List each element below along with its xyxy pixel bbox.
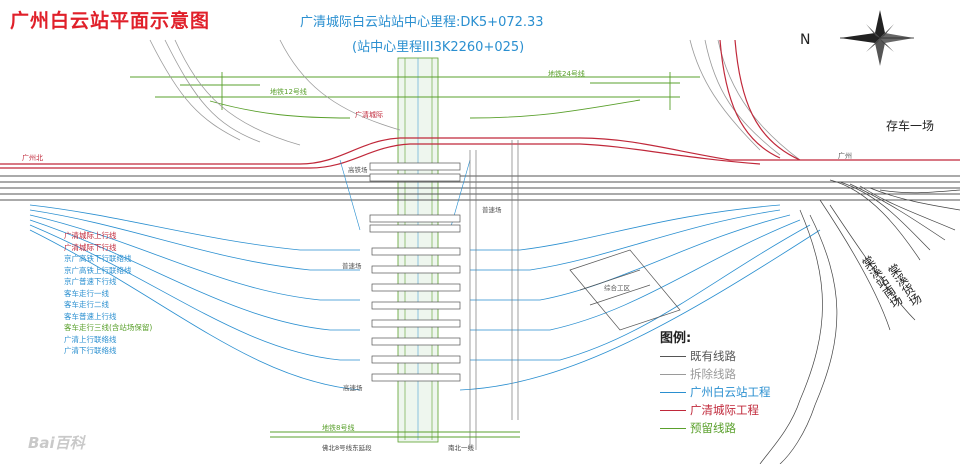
legend-label: 广清城际工程 (690, 403, 759, 417)
legend-swatch (660, 391, 686, 393)
upper-curves (149, 39, 801, 161)
left-line-label: 广清上行联络线 (64, 334, 117, 344)
gq-intercity-line (0, 39, 960, 169)
legend-label: 既有线路 (690, 349, 736, 363)
legend-label: 预留线路 (690, 421, 736, 435)
left-line-label: 广清城际上行线 (64, 231, 117, 240)
depot-yard (759, 179, 960, 464)
legend-label: 拆除线路 (690, 367, 736, 381)
legend-swatch (660, 355, 686, 357)
platforms (369, 162, 461, 382)
center-mileage-sub: (站中心里程III3K2260+025) (352, 40, 525, 55)
legend-item: 广清城际工程 (660, 403, 759, 417)
legend-swatch (660, 427, 686, 429)
work-area (569, 249, 681, 331)
label-left-gz: 广州北 (22, 153, 43, 162)
vertical-roads (469, 140, 519, 450)
watermark: Bai百科 (28, 434, 85, 452)
left-line-label: 京广普速下行线 (64, 277, 117, 286)
label-zone-d: 普速场 (482, 205, 502, 214)
page-title: 广州白云站平面示意图 (10, 10, 211, 32)
label-nanbei: 南北一线 (448, 443, 475, 452)
label-zone-b: 普速场 (342, 261, 362, 270)
label-metro-bottom: 地铁8号线 (322, 423, 354, 432)
center-mileage: 广清城际白云站站中心里程:DK5+072.33 (300, 15, 544, 30)
left-line-label: 客车普速上行线 (64, 311, 117, 321)
label-metro24: 地铁24号线 (548, 69, 585, 78)
station-tracks (29, 159, 821, 391)
left-line-label: 客车走行二线 (64, 300, 109, 309)
legend-item: 广州白云站工程 (660, 385, 771, 399)
main-tracks (0, 175, 960, 201)
left-line-label: 京广高铁下行联络线 (64, 254, 132, 263)
reserved-lines-bottom (270, 431, 520, 438)
depot-north-label: 存车一场 (886, 119, 935, 133)
label-metro-bottom2: 佛北8号线东延段 (322, 443, 372, 452)
label-metro12: 地铁12号线 (270, 87, 307, 96)
label-zone-a: 高铁场 (348, 165, 368, 174)
legend-item: 既有线路 (660, 349, 736, 363)
legend-title: 图例: (660, 331, 692, 346)
legend-swatch (660, 409, 686, 411)
left-line-label: 广清城际下行线 (64, 242, 117, 252)
compass-icon (840, 10, 914, 66)
label-right-gz: 广州 (838, 151, 852, 160)
left-line-label: 客车走行三线(含站场保留) (64, 323, 153, 332)
reserved-lines-top (130, 72, 700, 119)
legend-item: 预留线路 (660, 421, 736, 435)
legend-label: 广州白云站工程 (690, 385, 771, 399)
left-line-label: 京广高铁上行联络线 (64, 265, 132, 275)
label-zone-c: 综合工区 (604, 283, 631, 292)
legend-swatch (660, 373, 686, 375)
left-line-label: 客车走行一线 (64, 288, 109, 298)
legend-item: 拆除线路 (660, 367, 736, 381)
label-gq-line: 广清城际 (355, 110, 383, 119)
compass-letter: N (800, 32, 810, 48)
label-zone-e: 高速场 (343, 383, 363, 392)
left-line-label: 广清下行联络线 (64, 346, 117, 355)
